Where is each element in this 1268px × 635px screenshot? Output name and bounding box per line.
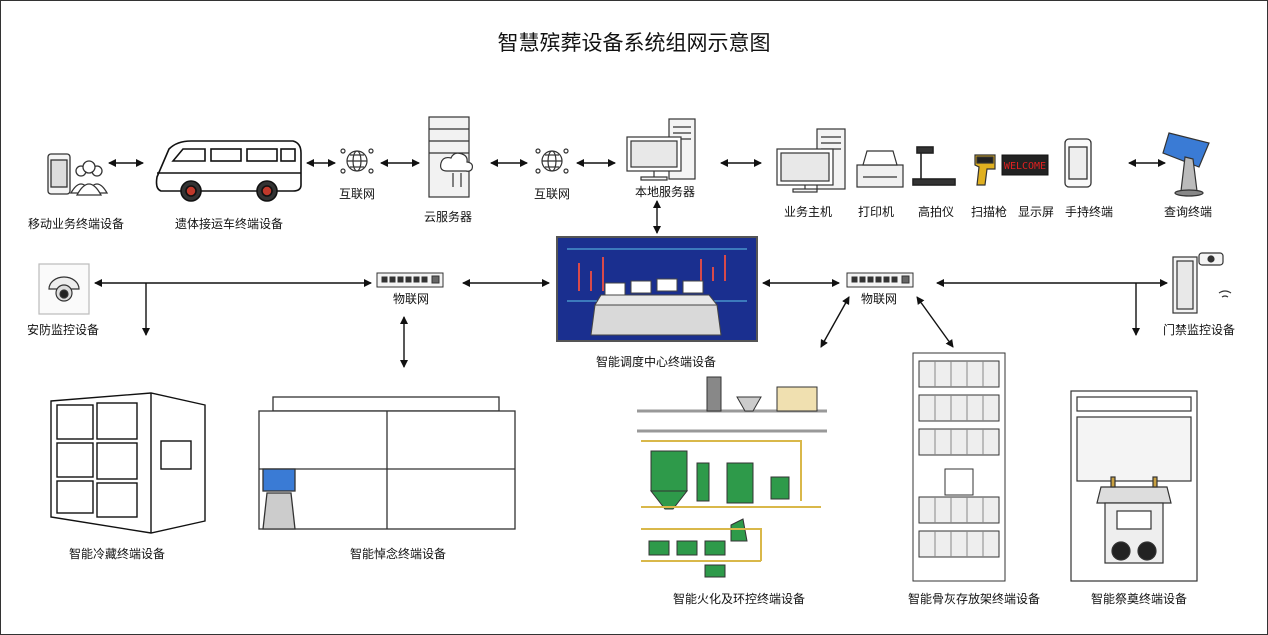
memorial-label: 智能悼念终端设备: [349, 547, 447, 561]
security-monitor-label: 安防监控设备: [26, 323, 100, 337]
mobile-terminal-label: 移动业务终端设备: [27, 217, 125, 231]
sacrifice-station-icon: [1070, 390, 1198, 582]
handheld-terminal-label: 手持终端: [1064, 205, 1114, 219]
led-display-icon: WELCOME: [1001, 154, 1049, 176]
ash-rack-label: 智能骨灰存放架终端设备: [907, 592, 1041, 606]
sacrifice-label: 智能祭奠终端设备: [1090, 592, 1188, 606]
scanner-label: 扫描枪: [970, 205, 1008, 219]
display-screen-label: 显示屏: [1017, 205, 1055, 219]
mobile-phone-icon: [47, 153, 71, 195]
internet-label-1: 互联网: [338, 187, 376, 201]
globe-icon: [535, 148, 569, 174]
hearse-terminal-label: 遗体接运车终端设备: [174, 217, 284, 231]
access-control-label: 门禁监控设备: [1162, 323, 1236, 337]
iot-label-left: 物联网: [392, 292, 430, 306]
cloud-server-icon: [428, 116, 474, 198]
printer-icon: [856, 150, 904, 188]
network-switch-icon: [376, 272, 444, 288]
business-host-icon: [776, 128, 846, 193]
cold-storage-label: 智能冷藏终端设备: [68, 547, 166, 561]
connection-arrows: [94, 159, 1168, 368]
hearse-icon: [155, 140, 302, 202]
document-camera-icon: [912, 146, 956, 186]
memorial-screen-icon: [258, 396, 516, 530]
cold-storage-icon: [50, 392, 206, 534]
barcode-scanner-icon: [974, 154, 996, 186]
display-text: WELCOME: [1004, 161, 1046, 172]
cloud-server-label: 云服务器: [423, 210, 473, 224]
business-host-label: 业务主机: [783, 205, 833, 219]
network-switch-icon: [846, 272, 914, 288]
dispatch-center-label: 智能调度中心终端设备: [595, 355, 717, 369]
access-control-icon: [1172, 252, 1232, 314]
security-camera-icon: [38, 263, 90, 315]
iot-label-right: 物联网: [860, 292, 898, 306]
printer-label: 打印机: [857, 205, 895, 219]
globe-icon: [340, 148, 374, 174]
local-server-icon: [626, 118, 696, 181]
document-camera-label: 高拍仪: [917, 205, 955, 219]
local-server-label: 本地服务器: [634, 185, 696, 199]
people-icon: [69, 160, 109, 196]
query-kiosk-icon: [1162, 132, 1210, 197]
dispatch-center-image: [556, 236, 758, 342]
cremation-label: 智能火化及环控终端设备: [672, 592, 806, 606]
internet-label-2: 互联网: [533, 187, 571, 201]
diagram-title: 智慧殡葬设备系统组网示意图: [497, 31, 771, 55]
query-terminal-label: 查询终端: [1163, 205, 1213, 219]
handheld-terminal-icon: [1064, 138, 1092, 188]
cremation-system-icon: [637, 376, 827, 578]
ash-rack-icon: [912, 352, 1006, 582]
